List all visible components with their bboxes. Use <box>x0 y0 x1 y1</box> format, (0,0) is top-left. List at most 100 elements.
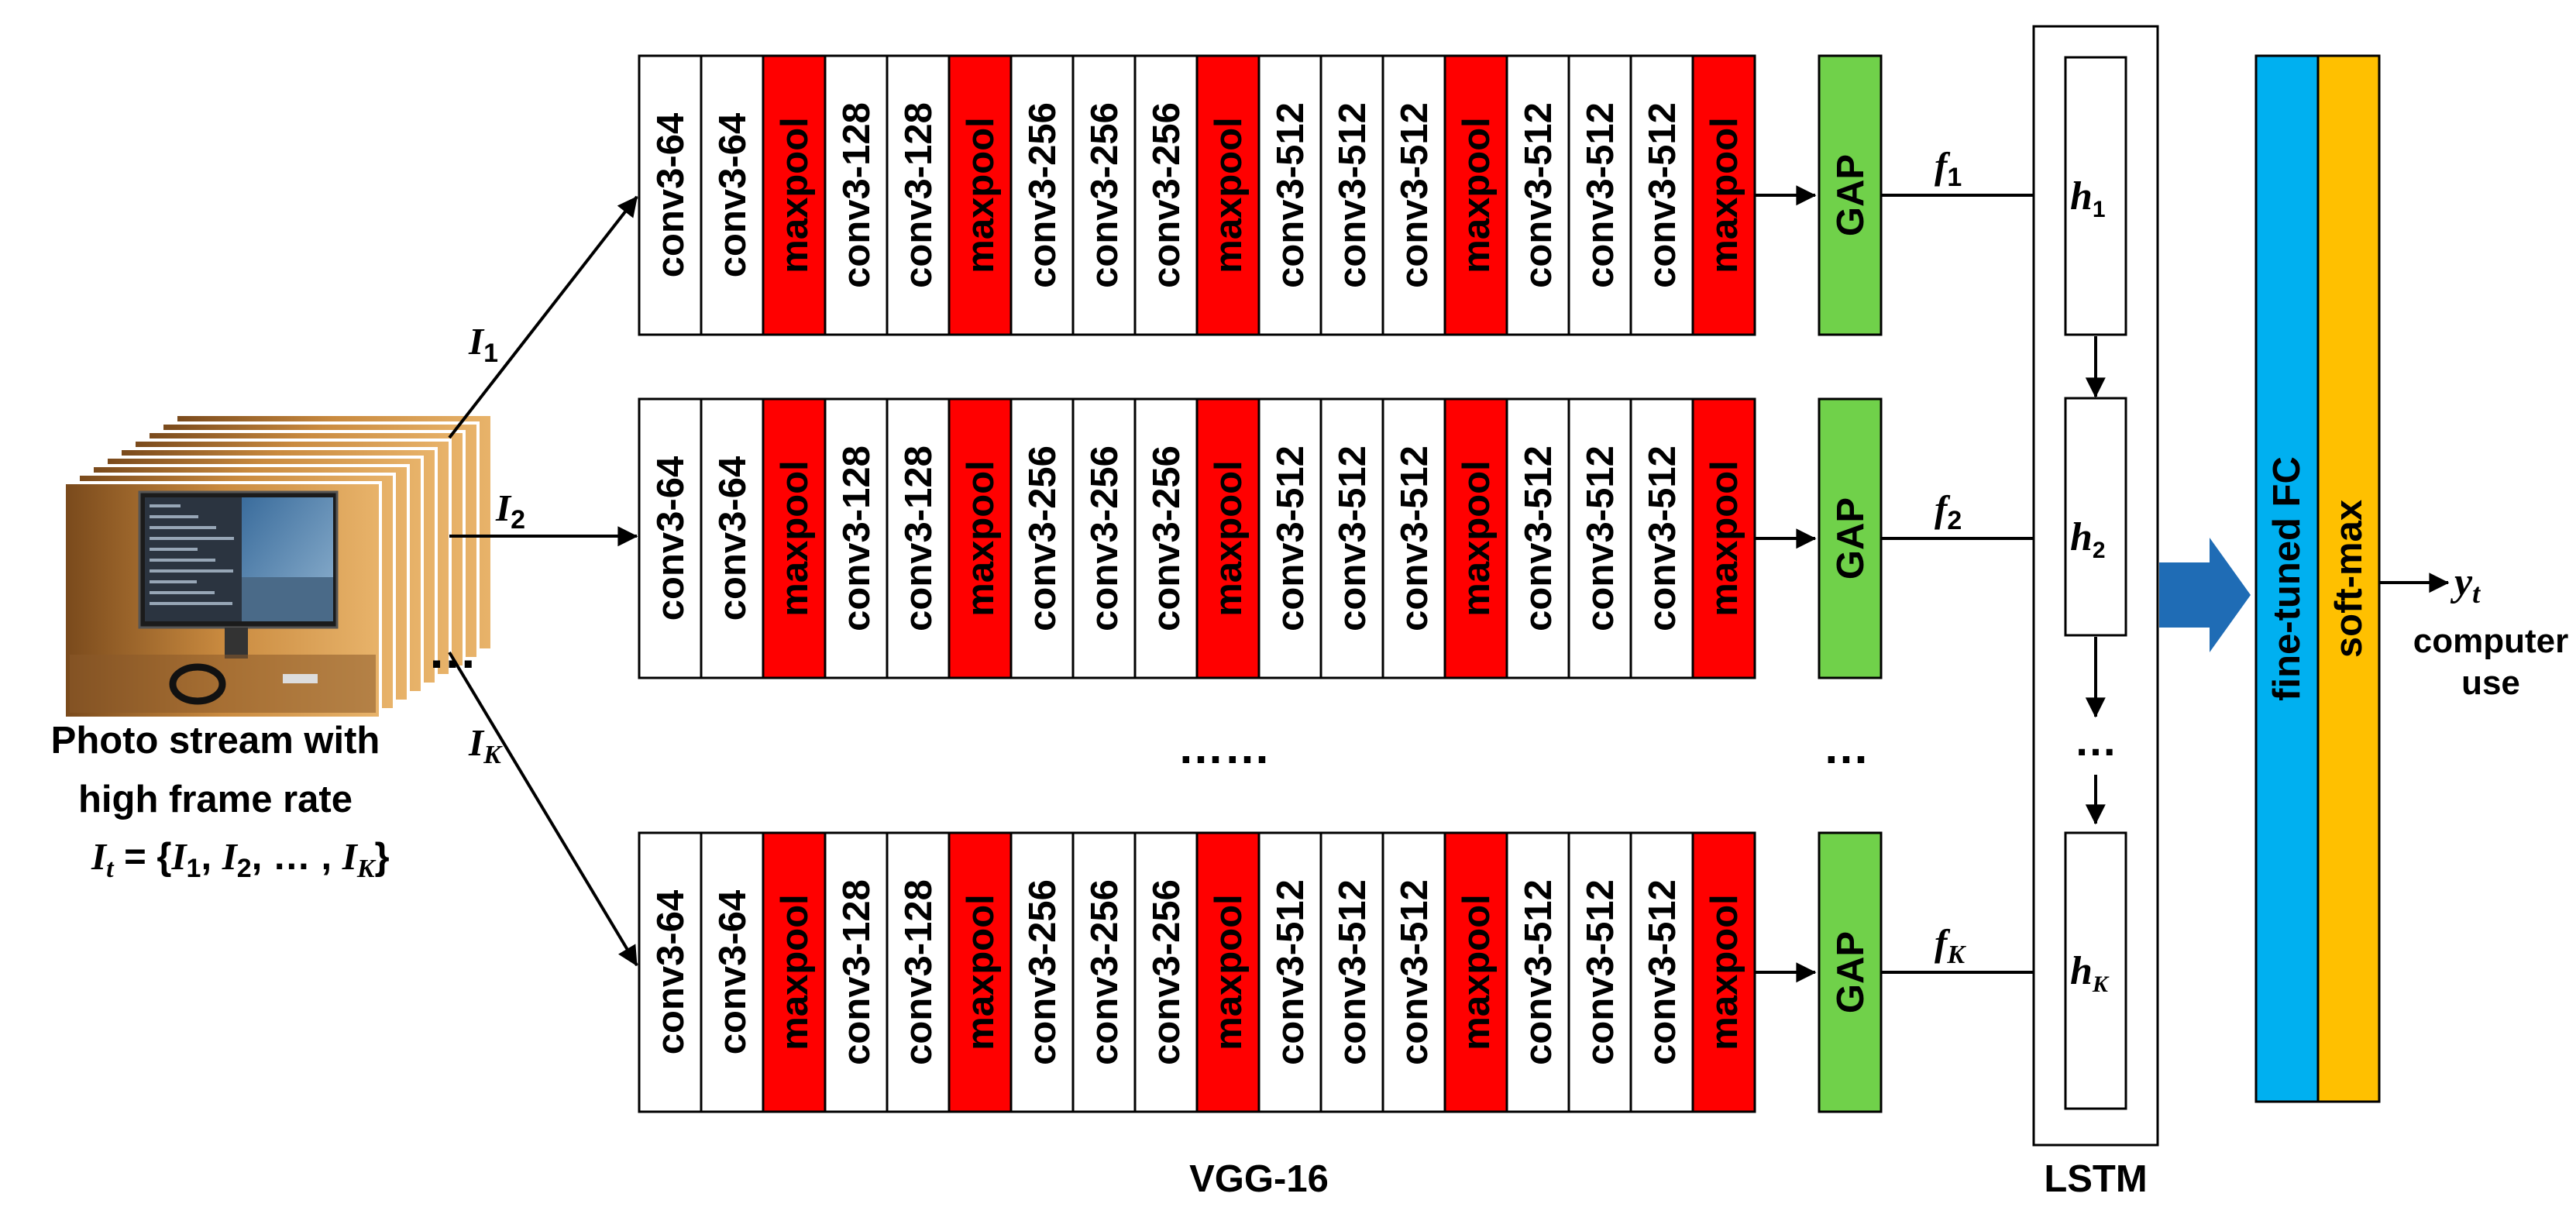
photo-frame <box>63 481 382 720</box>
conv-layer <box>1133 54 1199 336</box>
conv-layer <box>700 54 765 336</box>
conv-layer <box>1319 397 1384 679</box>
layer-label: maxpool <box>960 117 1002 273</box>
conv-layer <box>824 54 889 336</box>
input-set-formula: It = {I1, I2, … , IK} <box>91 835 390 883</box>
layer-label: conv3-512 <box>1270 879 1312 1065</box>
conv-layer <box>700 831 765 1113</box>
output-caption-line2: use <box>2461 664 2520 702</box>
output-caption-line1: computer <box>2413 622 2568 660</box>
layer-label: conv3-512 <box>1642 445 1684 631</box>
layer-label: maxpool <box>1208 894 1250 1050</box>
conv-layer <box>1133 397 1199 679</box>
conv-layer <box>1071 54 1137 336</box>
vgg-row-2: conv3-64 conv3-64 maxpool conv3-128 conv3-12… <box>638 397 2062 679</box>
layer-label: conv3-128 <box>836 102 878 288</box>
input-label-2: I2 <box>495 487 525 535</box>
softmax-block <box>2316 54 2381 1103</box>
lstm-ellipsis: … <box>2074 716 2117 765</box>
lstm-caption: LSTM <box>2044 1158 2147 1200</box>
maxpool-layer <box>762 54 827 336</box>
feature-label: f2 <box>1935 487 1962 535</box>
layer-label: conv3-256 <box>1084 102 1126 288</box>
feature-label: fK <box>1935 921 1966 969</box>
conv-layer <box>1629 397 1694 679</box>
branch-arrow-1 <box>448 195 638 439</box>
layer-label: maxpool <box>1704 460 1745 616</box>
conv-layer <box>886 54 951 336</box>
maxpool-layer <box>1195 397 1260 679</box>
conv-layer <box>1257 54 1322 336</box>
photo-stream-stack-icon <box>63 413 494 720</box>
layer-label: conv3-512 <box>1332 102 1374 288</box>
layer-label: maxpool <box>1208 460 1250 616</box>
maxpool-layer <box>948 54 1013 336</box>
layer-label: conv3-512 <box>1332 879 1374 1065</box>
fine-tuned-fc-block <box>2254 54 2320 1103</box>
maxpool-layer <box>1443 397 1508 679</box>
conv-layer <box>1381 54 1446 336</box>
conv-layer <box>638 831 703 1113</box>
conv-layer <box>1505 54 1570 336</box>
conv-layer <box>1505 397 1570 679</box>
layer-label: conv3-512 <box>1642 102 1684 288</box>
fc-label: fine-tuned FC <box>2266 456 2308 701</box>
conv-layer <box>886 831 951 1113</box>
layer-label: conv3-256 <box>1022 445 1064 631</box>
layer-label: maxpool <box>1208 117 1250 273</box>
vgg-caption: VGG-16 <box>1189 1158 1329 1200</box>
input-caption-line2: high frame rate <box>78 779 353 820</box>
layer-label: maxpool <box>774 460 816 616</box>
conv-layer <box>1009 831 1075 1113</box>
maxpool-layer <box>762 397 827 679</box>
layer-label: conv3-128 <box>898 102 940 288</box>
layer-label: conv3-256 <box>1022 102 1064 288</box>
conv-layer <box>1319 831 1384 1113</box>
layer-label: conv3-128 <box>836 879 878 1065</box>
conv-layer <box>824 397 889 679</box>
layer-label: maxpool <box>774 894 816 1050</box>
conv-layer <box>638 397 703 679</box>
layer-label: conv3-512 <box>1518 445 1560 631</box>
conv-layer <box>1567 54 1632 336</box>
layer-label: conv3-64 <box>712 890 754 1054</box>
conv-layer <box>1009 54 1075 336</box>
layer-label: conv3-64 <box>650 456 692 621</box>
layer-label: maxpool <box>774 117 816 273</box>
layer-label: conv3-64 <box>712 456 754 621</box>
conv-layer <box>1567 397 1632 679</box>
gap-label: GAP <box>1830 154 1872 236</box>
conv-layer <box>1567 831 1632 1113</box>
maxpool-layer <box>1195 831 1260 1113</box>
layer-label: conv3-256 <box>1146 879 1188 1065</box>
layer-label: conv3-512 <box>1332 445 1374 631</box>
layer-label: conv3-512 <box>1642 879 1684 1065</box>
maxpool-layer <box>762 831 827 1113</box>
maxpool-layer <box>1691 54 1756 336</box>
conv-layer <box>1505 831 1570 1113</box>
hidden-state-label: h1 <box>2070 174 2106 222</box>
input-label-k: IK <box>468 721 503 769</box>
layer-label: conv3-128 <box>836 445 878 631</box>
lstm-cell-1: h1 <box>2064 56 2127 336</box>
photo-stack-ellipsis: … <box>428 623 477 679</box>
gap-ellipsis: … <box>1823 721 1869 773</box>
conv-layer <box>1629 54 1694 336</box>
conv-layer <box>1071 831 1137 1113</box>
layer-label: conv3-512 <box>1518 102 1560 288</box>
gap-label: GAP <box>1830 931 1872 1013</box>
layer-label: conv3-256 <box>1146 445 1188 631</box>
layer-label: conv3-512 <box>1580 879 1622 1065</box>
layer-label: conv3-256 <box>1084 445 1126 631</box>
layer-label: conv3-256 <box>1146 102 1188 288</box>
maxpool-layer <box>948 397 1013 679</box>
layer-label: maxpool <box>1456 460 1498 616</box>
layer-label: conv3-128 <box>898 445 940 631</box>
lstm-hidden-state-box <box>2064 831 2127 1110</box>
layer-label: conv3-512 <box>1270 102 1312 288</box>
layer-label: conv3-64 <box>650 113 692 277</box>
layer-label: conv3-128 <box>898 879 940 1065</box>
